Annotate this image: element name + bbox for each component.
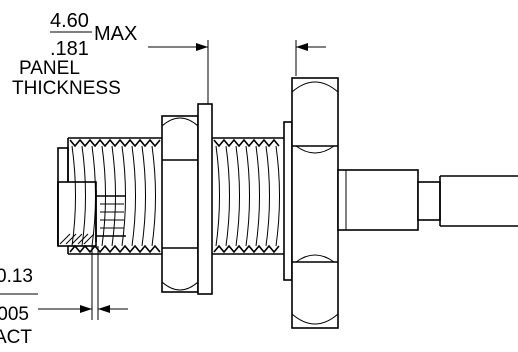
panel-washer: [197, 103, 213, 295]
socket-insert: [57, 181, 97, 247]
panel-dim-arrow-left: [196, 43, 208, 51]
panel-label-line1: PANEL: [19, 58, 80, 79]
contact-dim-arrow-left: [80, 305, 92, 313]
thread-line: [255, 145, 260, 247]
thread-line: [71, 145, 76, 247]
thread-line: [225, 145, 230, 247]
connector-body: [57, 77, 518, 329]
thread-crest-top: [213, 138, 280, 148]
rear-hex-outline: [291, 77, 339, 329]
panel-label-line2: THICKNESS: [12, 78, 121, 99]
thread-line: [265, 145, 270, 247]
contact-dim-metric: 0.13: [0, 266, 33, 287]
ferrule-outline: [337, 169, 419, 231]
thread-line: [111, 145, 116, 247]
thread-line: [245, 145, 250, 247]
thread-line: [101, 145, 106, 247]
thread-line: [215, 145, 220, 247]
thread-line: [91, 145, 96, 247]
rear-hex-body: [291, 77, 339, 329]
contact-dim-label: ACT: [0, 327, 32, 347]
nut-outline: [161, 115, 199, 293]
thread-crest-bottom: [69, 244, 161, 254]
thread-line: [235, 145, 240, 247]
contact-dimension: 0.13 .005 ACT: [0, 246, 128, 348]
ferrule-neck: [417, 181, 441, 221]
panel-dim-arrow-right: [296, 43, 308, 51]
cable-ferrule: [337, 169, 518, 231]
thread-crest-top: [69, 138, 161, 148]
thread-line: [141, 145, 146, 247]
thread-line: [121, 145, 126, 247]
thread-crest-bottom: [213, 244, 280, 254]
front-threaded-barrel: [57, 137, 162, 255]
front-hex-nut: [161, 115, 199, 293]
middle-threaded-section: [212, 137, 284, 255]
thread-line: [151, 145, 156, 247]
panel-dim-metric: 4.60: [50, 10, 89, 32]
contact-dim-arrow-right: [98, 305, 110, 313]
contact-pin: [95, 190, 126, 242]
panel-dim-imperial: .181: [50, 38, 89, 60]
thread-line: [275, 145, 280, 247]
contact-dim-imperial: .005: [0, 304, 29, 325]
panel-dim-max: MAX: [94, 23, 137, 45]
thread-line: [81, 145, 86, 247]
thread-line: [131, 145, 136, 247]
panel-thickness-dimension: 4.60 .181 MAX PANEL THICKNESS: [12, 10, 326, 104]
rear-flange: [283, 121, 293, 281]
